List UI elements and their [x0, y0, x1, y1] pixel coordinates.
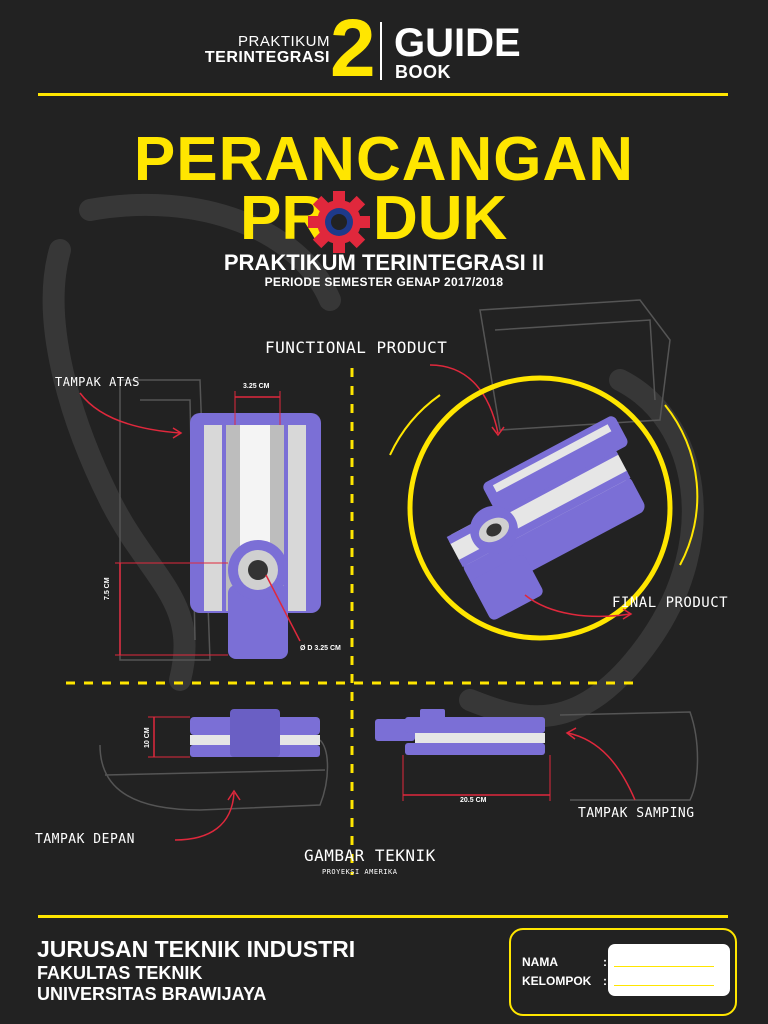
kelompok-field[interactable] [614, 985, 714, 986]
top-diameter-dimension: Ø D 3.25 CM [300, 645, 341, 652]
tampak-samping-label: TAMPAK SAMPING [578, 806, 695, 821]
title-produk: PR DUK [0, 184, 768, 254]
subtitle: PRAKTIKUM TERINTEGRASI II [223, 250, 545, 275]
nama-colon: : [603, 955, 607, 969]
kelompok-colon: : [603, 974, 607, 988]
identity-box [509, 928, 737, 1016]
institution-block: JURUSAN TEKNIK INDUSTRI FAKULTAS TEKNIK … [37, 936, 355, 1005]
book-word: BOOK [395, 62, 451, 82]
nama-label: NAMA [522, 955, 558, 969]
side-length-dimension: 20.5 CM [460, 797, 487, 804]
tampak-samping-arrow [565, 727, 636, 801]
front-height-dimension: 10 CM [144, 727, 151, 748]
edition-number: 2 [330, 3, 376, 94]
tampak-atas-arrow [79, 392, 183, 439]
praktikum-label: PRAKTIKUM TERINTEGRASI [200, 34, 330, 66]
guide-word: GUIDE [394, 21, 521, 65]
tampak-depan-label: TAMPAK DEPAN [35, 832, 135, 847]
kelompok-label: KELOMPOK [522, 974, 592, 988]
functional-product-arrow [429, 364, 505, 437]
final-product-arrow [524, 594, 633, 620]
period-text: PERIODE SEMESTER GENAP 2017/2018 [264, 275, 504, 289]
tampak-depan-arrow [174, 789, 241, 841]
header-separator [380, 22, 382, 80]
tampak-atas-label: TAMPAK ATAS [55, 375, 140, 389]
gear-icon [308, 191, 370, 253]
title-perancangan: PERANCANGAN [133, 125, 635, 194]
side-view-drawing [375, 709, 551, 801]
top-view-drawing [115, 391, 321, 659]
faculty-name: FAKULTAS TEKNIK [37, 963, 203, 983]
final-product-label: FINAL PRODUCT [612, 595, 729, 611]
university-name: UNIVERSITAS BRAWIJAYA [37, 984, 267, 1004]
praktikum-word: PRAKTIKUM [237, 33, 330, 50]
top-width-dimension: 3.25 CM [243, 383, 270, 390]
department-name: JURUSAN TEKNIK INDUSTRI [37, 936, 356, 962]
nama-field[interactable] [614, 966, 714, 967]
identity-panel [608, 944, 730, 996]
front-view-drawing [148, 709, 320, 758]
footer-divider [38, 915, 728, 918]
proyeksi-amerika-label: PROYEKSI AMERIKA [322, 868, 398, 876]
final-product-illustration [389, 375, 699, 641]
title-produk-end: DUK [373, 184, 508, 253]
gambar-teknik-label: GAMBAR TEKNIK [304, 846, 436, 865]
header-divider [38, 93, 728, 96]
functional-product-label: FUNCTIONAL PRODUCT [265, 338, 448, 357]
terintegrasi-word: TERINTEGRASI [204, 49, 330, 66]
top-height-dimension: 7.5 CM [104, 577, 111, 600]
